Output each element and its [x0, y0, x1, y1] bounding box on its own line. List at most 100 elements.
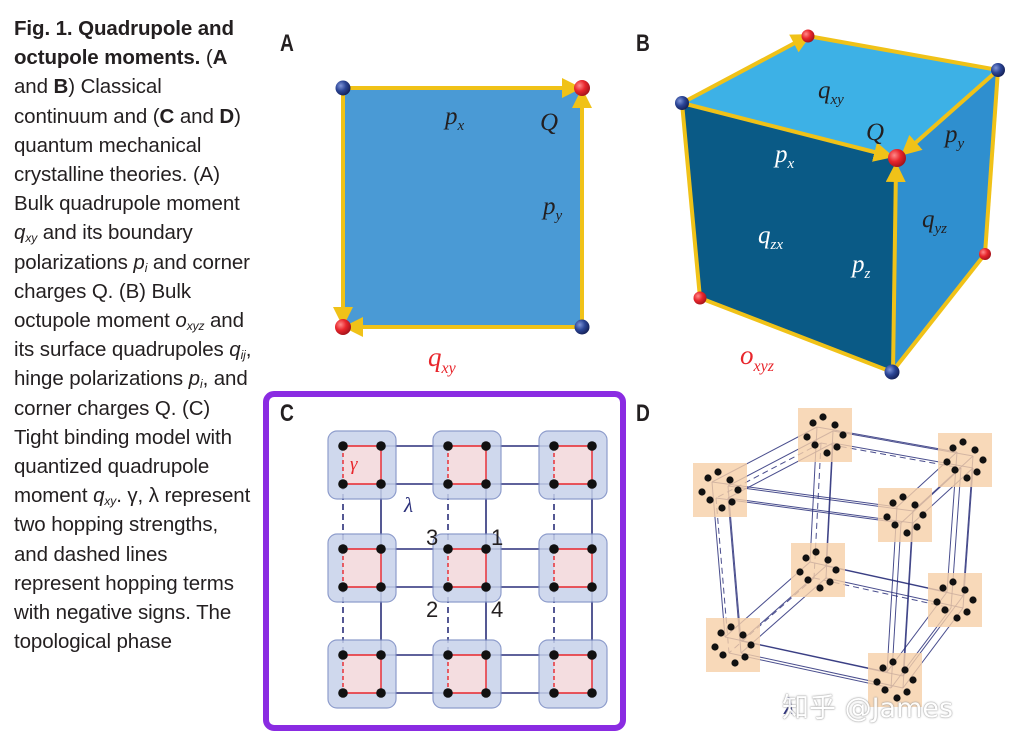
caption-subscript: xyz: [186, 319, 205, 334]
lattice-site: [587, 688, 597, 698]
lattice-site: [831, 421, 839, 429]
lattice-site: [933, 598, 941, 606]
lattice-site: [376, 544, 386, 554]
caption-subscript: xy: [25, 231, 38, 246]
caption-text: . γ, λ represent two hopping strengths, …: [14, 484, 251, 654]
cube-top-face: [682, 36, 998, 158]
site-number: 4: [491, 597, 503, 622]
lattice-site: [839, 431, 847, 439]
lattice-site: [879, 664, 887, 672]
caption-text: , and corner charges Q. (C) Tight bindin…: [14, 367, 248, 508]
lattice-site: [953, 614, 961, 622]
lattice-site: [549, 582, 559, 592]
lattice-site: [731, 659, 739, 667]
lattice-site: [893, 694, 901, 702]
lattice-site: [443, 479, 453, 489]
lattice-site: [873, 678, 881, 686]
label-qxy: qxy: [428, 342, 457, 377]
lattice-site: [809, 419, 817, 427]
positive-charge: [888, 149, 906, 167]
lattice-site: [973, 468, 981, 476]
caption-text: and: [14, 75, 48, 99]
lattice-bond: [715, 497, 730, 654]
lattice-site: [338, 441, 348, 451]
lattice-site: [899, 493, 907, 501]
label-Q: Q: [866, 119, 884, 146]
lattice-site: [698, 488, 706, 496]
hinge-arrow: [901, 68, 1000, 156]
lattice-site: [889, 499, 897, 507]
negative-charge: [991, 63, 1005, 77]
lattice-site: [823, 449, 831, 457]
caption-text: and its boundary polarizations: [14, 221, 193, 274]
lattice-site: [718, 504, 726, 512]
lattice-site: [826, 578, 834, 586]
label-lambda: λ: [403, 493, 413, 517]
lattice-site: [949, 444, 957, 452]
panel-label-a: A: [280, 30, 294, 57]
unit-cell-interior: [343, 655, 381, 693]
lattice-site: [443, 650, 453, 660]
unit-cell-interior: [448, 549, 486, 587]
label-pz: pz: [850, 251, 871, 282]
panel-label-b: B: [636, 30, 650, 57]
panel-d-3d-lattice: [693, 408, 992, 707]
lattice-site: [587, 479, 597, 489]
lattice-site: [587, 441, 597, 451]
caption-symbol: o: [175, 309, 187, 333]
panel-c-lattice: γ λ 3 1 2 4: [263, 391, 626, 731]
caption-ref-d: D: [219, 104, 235, 128]
lattice-site: [816, 584, 824, 592]
lattice-site: [812, 548, 820, 556]
caption-text: , hinge polarizations: [14, 338, 252, 391]
lattice-site: [481, 544, 491, 554]
lattice-site: [549, 544, 559, 554]
lattice-site: [481, 479, 491, 489]
lattice-site: [587, 582, 597, 592]
lattice-site: [549, 479, 559, 489]
lattice-site: [549, 441, 559, 451]
lattice-site: [338, 650, 348, 660]
lattice-site: [376, 582, 386, 592]
hinge-edge: [807, 34, 999, 72]
lattice-site: [338, 688, 348, 698]
panel-b-cube: qxy Q py px qzx qyz pz oxyz: [675, 29, 1005, 380]
positive-charge: [335, 319, 351, 335]
lattice-site: [963, 608, 971, 616]
lattice-site: [939, 584, 947, 592]
lattice-site: [919, 511, 927, 519]
panel-a-square: px Q py qxy: [333, 78, 592, 377]
lattice-site: [881, 686, 889, 694]
unit-cell-interior: [554, 655, 592, 693]
lattice-site: [443, 441, 453, 451]
caption-text: Classical continuum and (: [14, 75, 162, 128]
caption-subscript: i: [144, 260, 148, 275]
label-qxy: qxy: [818, 77, 844, 108]
lattice-site: [803, 433, 811, 441]
lattice-site: [739, 631, 747, 639]
figure-caption: Fig. 1. Quadrupole and octupole moments.…: [14, 17, 252, 654]
lattice-site: [819, 413, 827, 421]
label-py: py: [541, 193, 563, 224]
caption-title: Fig. 1. Quadrupole and octupole moments.: [14, 17, 234, 70]
label-Q: Q: [540, 109, 558, 136]
caption-ref-b: B: [53, 75, 69, 99]
caption-symbol: q: [14, 221, 26, 245]
lattice-site: [959, 438, 967, 446]
lattice-site: [481, 688, 491, 698]
panel-c-frame: [263, 391, 626, 731]
lattice-site: [903, 688, 911, 696]
positive-charge: [801, 29, 815, 43]
lattice-site: [706, 496, 714, 504]
lattice-site: [376, 688, 386, 698]
lattice-site: [913, 523, 921, 531]
lattice-site: [811, 441, 819, 449]
lattice-site: [587, 544, 597, 554]
caption-symbol: p: [133, 250, 145, 274]
lattice-site: [969, 596, 977, 604]
hinge-edge: [680, 102, 702, 299]
caption-symbol: p: [188, 367, 200, 391]
lattice-site: [824, 556, 832, 564]
lattice-site: [911, 501, 919, 509]
label-oxyz: oxyz: [740, 340, 775, 375]
